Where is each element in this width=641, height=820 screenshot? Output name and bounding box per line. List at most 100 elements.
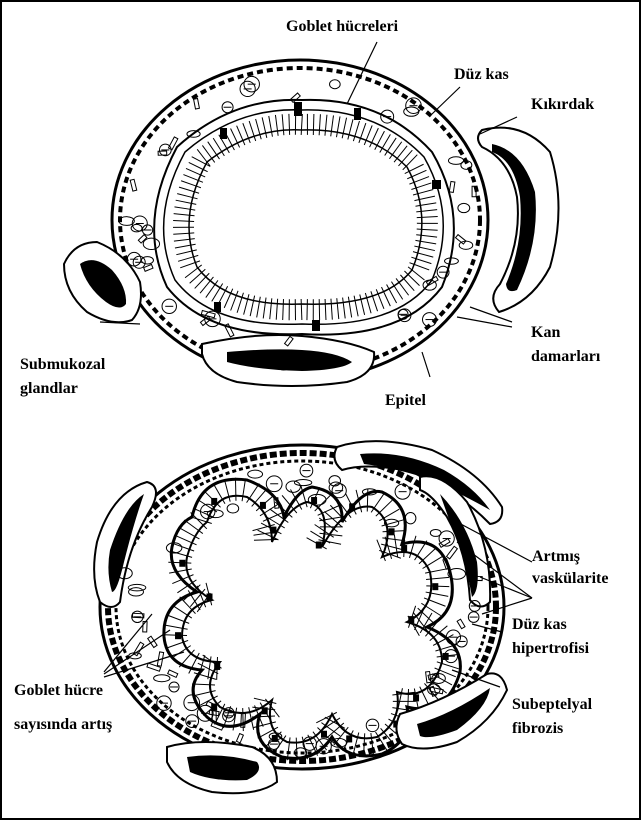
cell-wall [249,483,259,498]
cilium [348,297,349,302]
cilium [294,509,297,513]
cilium [214,671,218,673]
cilium [289,737,290,742]
cell-wall [254,540,272,541]
cell-wall [325,304,326,320]
label-smooth-muscle-hypertrophy: Düz kas hipertrofisi [512,616,589,659]
cell-wall [180,263,195,268]
cilium [413,252,418,253]
blood-vessel [248,470,263,478]
cilium [385,151,388,155]
cell-wall [269,116,272,132]
cilium [404,271,408,274]
cilium [345,727,348,731]
cell-wall [176,251,192,255]
cell-wall [418,189,433,193]
goblet-cell [311,497,317,504]
cell-wall [331,115,333,131]
cilium [348,514,351,518]
cilium [192,580,196,583]
cilium [254,136,256,141]
cell-wall [301,304,302,320]
cell-wall [412,270,424,280]
cilium [334,529,338,532]
cilium [243,140,245,145]
cilium [187,646,191,649]
cell-wall [224,479,229,496]
cilium [315,508,319,512]
blood-vessel [227,504,239,513]
cilium [202,589,205,593]
cilium [418,608,422,611]
cilium [284,520,288,523]
cilium [259,297,260,302]
asthmatic-folded-epithelium [182,496,442,743]
cell-wall [414,177,429,183]
cell-wall [325,115,327,131]
cilium [416,211,421,212]
cilium [263,519,268,521]
cilium [370,143,372,148]
blood-vessel [129,588,144,596]
cilium [193,198,198,199]
cilium [260,134,261,139]
cilium [391,282,394,286]
goblet-cell [413,694,419,701]
cell-wall [231,296,237,311]
cell-wall [166,642,183,648]
cilium [197,653,199,657]
blood-vessel [143,238,159,249]
cilium [396,278,399,282]
cilium [336,132,337,137]
cilium [277,531,281,533]
cilium [190,209,195,210]
cell-wall [172,543,189,549]
label-epithelium: Epitel [385,392,426,410]
cell-wall [202,145,211,158]
cilium [222,152,225,156]
gland [138,235,147,243]
cilium [192,610,195,614]
cilium [321,723,325,726]
cilium [421,603,425,606]
blood-vessel [448,157,463,165]
cell-wall [213,138,222,152]
cell-wall [173,220,189,221]
cilium [256,508,260,511]
cell-wall [175,245,191,248]
cell-wall [377,540,384,557]
label-increased-vascularity-line1: Artmış [532,548,608,566]
cell-wall [418,253,433,257]
cilium [371,508,374,512]
blood-vessel [404,107,419,116]
cell-wall [419,196,435,199]
cilium [415,240,420,241]
goblet-cell [316,542,322,549]
cilium [413,194,418,195]
cell-wall [243,123,249,138]
label-smooth-muscle: Düz kas [454,66,509,84]
blood-vessel [308,494,326,505]
cilium [252,503,255,507]
cell-wall [174,214,190,216]
cell-wall [289,114,290,130]
cell-wall [382,134,390,148]
cilium [425,633,428,637]
cell-wall [416,259,431,264]
cell-wall [175,536,191,543]
cell-wall [414,264,429,270]
asthmatic-cilia [182,496,442,743]
label-smooth-muscle-hypertrophy-line1: Düz kas [512,616,589,634]
cilium [414,246,419,247]
goblet-cell [432,583,438,590]
cell-wall [343,303,345,319]
cell-wall [174,207,190,209]
cell-wall [173,233,189,234]
cilium [423,566,427,569]
cilium [236,291,238,296]
cilium [430,637,434,640]
cell-wall [427,557,442,566]
cell-wall [372,296,377,311]
cell-wall [275,115,277,131]
cilium [283,736,286,740]
